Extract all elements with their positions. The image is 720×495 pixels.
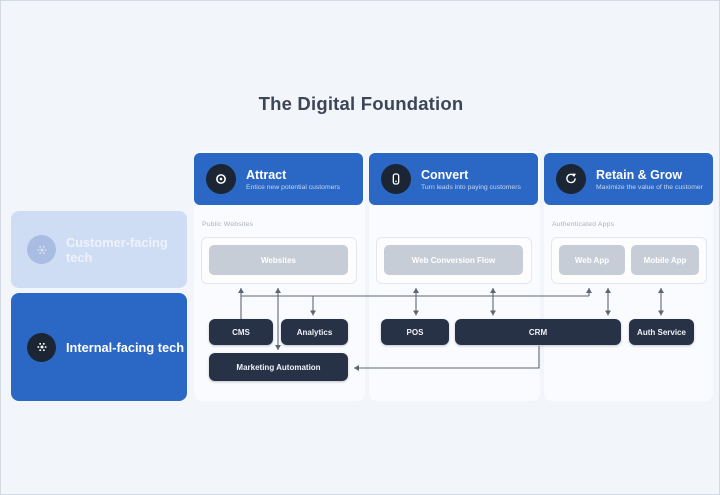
web-conversion-flow-box: Web Conversion Flow bbox=[384, 245, 523, 275]
page-title: The Digital Foundation bbox=[258, 93, 464, 114]
authenticated-apps-label: Authenticated Apps bbox=[552, 221, 615, 228]
sync-icon bbox=[556, 164, 586, 194]
phone-icon bbox=[381, 164, 411, 194]
auth-service-box: Auth Service bbox=[629, 319, 694, 345]
crm-box: CRM bbox=[455, 319, 621, 345]
websites-box: Websites bbox=[209, 245, 348, 275]
stage-subtitle: Turn leads into paying customers bbox=[421, 183, 521, 191]
row-label: Internal-facing tech bbox=[66, 339, 185, 355]
row-card-internal-facing-tech: Internal-facing tech bbox=[11, 293, 187, 401]
stage-card-retain-grow: Retain & Grow Maximize the value of the … bbox=[544, 153, 713, 205]
stage-title: Attract bbox=[246, 167, 287, 182]
cms-box: CMS bbox=[209, 319, 273, 345]
marketing-automation-box: Marketing Automation bbox=[209, 353, 348, 381]
web-app-box: Web App bbox=[559, 245, 625, 275]
target-icon bbox=[206, 164, 236, 194]
pos-box: POS bbox=[381, 319, 449, 345]
row-label: Customer-facing tech bbox=[66, 234, 168, 265]
stage-subtitle: Entice new potential customers bbox=[246, 183, 341, 191]
row-card-customer-facing-tech: Customer-facing tech bbox=[11, 211, 187, 288]
stage-title: Retain & Grow bbox=[596, 167, 683, 182]
hub-icon bbox=[27, 332, 56, 362]
stage-card-attract: Attract Entice new potential customers bbox=[194, 153, 363, 205]
mobile-app-box: Mobile App bbox=[631, 245, 699, 275]
stage-title: Convert bbox=[421, 167, 469, 182]
public-websites-label: Public Websites bbox=[202, 221, 254, 228]
stage-card-convert: Convert Turn leads into paying customers bbox=[369, 153, 538, 205]
stage-subtitle: Maximize the value of the customer bbox=[596, 183, 703, 191]
analytics-box: Analytics bbox=[281, 319, 348, 345]
hub-icon bbox=[27, 235, 56, 264]
